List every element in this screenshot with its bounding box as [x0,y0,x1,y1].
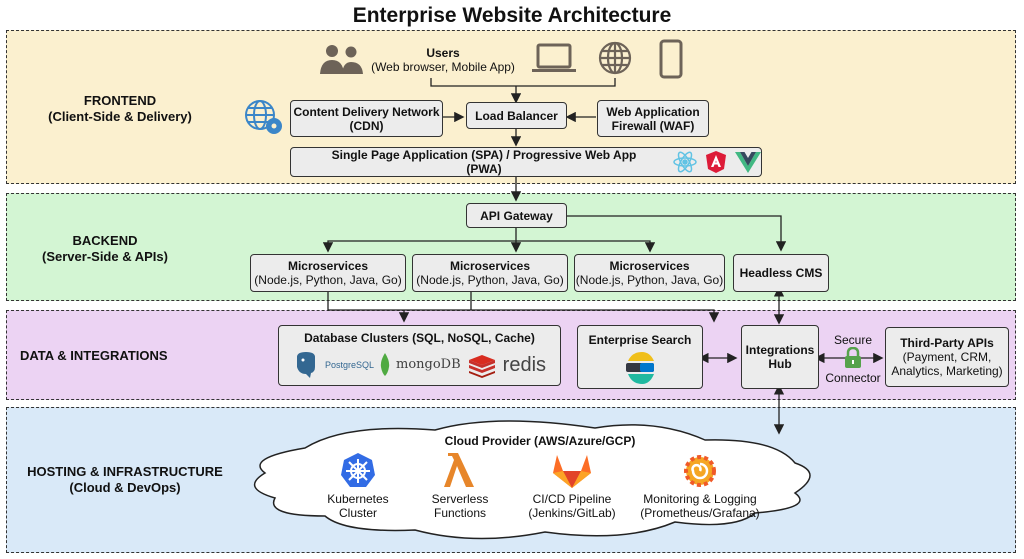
microservices-box-2[interactable]: Microservices (Node.js, Python, Java, Go… [412,254,568,292]
mongodb-label: mongoDB [396,357,461,372]
secure-connector-bottom-label: Connector [825,371,881,385]
microservices-title: Microservices [287,259,369,273]
angular-icon [706,151,726,173]
users-label: Users (Web browser, Mobile App) [368,46,518,74]
users-icon [320,43,364,80]
frontend-layer-title: FRONTEND (Client-Side & Delivery) [20,93,220,125]
kubernetes-icon [340,452,376,493]
redis-label: redis [502,354,547,376]
load-balancer-box[interactable]: Load Balancer [466,102,567,129]
elasticsearch-icon [626,352,654,384]
lock-icon [844,346,862,374]
kubernetes-name: Kubernetes [327,492,389,506]
microservices-box-1[interactable]: Microservices (Node.js, Python, Java, Go… [250,254,406,292]
frontend-title: FRONTEND [83,93,157,108]
cicd-name: CI/CD Pipeline [532,492,612,506]
cdn-title: Content Delivery Network [293,104,440,119]
monitoring-name: Monitoring & Logging [643,492,757,506]
hosting-subtitle: (Cloud & DevOps) [69,480,181,495]
third-party-title: Third-Party APIs [900,336,994,350]
data-layer-title: DATA & INTEGRATIONS [20,348,168,363]
waf-subtitle: Firewall (WAF) [611,118,695,133]
database-clusters-title: Database Clusters (SQL, NoSQL, Cache) [304,331,535,345]
integrations-hub-box[interactable]: Integrations Hub [741,325,819,389]
cdn-box[interactable]: Content Delivery Network (CDN) [290,100,443,137]
kubernetes-label: Kubernetes Cluster [318,492,398,520]
spa-pwa-box[interactable]: Single Page Application (SPA) / Progress… [290,147,762,177]
microservices-subtitle: (Node.js, Python, Java, Go) [416,273,564,287]
api-gateway-box[interactable]: API Gateway [466,203,567,228]
mongodb-icon [380,353,390,376]
serverless-label: Serverless Functions [420,492,500,520]
redis-icon [468,355,495,378]
diagram-title: Enterprise Website Architecture [352,4,672,27]
enterprise-search-title: Enterprise Search [588,333,692,347]
backend-title: BACKEND [72,233,138,248]
postgresql-label: PostgreSQL [324,360,374,370]
hosting-title: HOSTING & INFRASTRUCTURE [27,464,223,479]
microservices-box-3[interactable]: Microservices (Node.js, Python, Java, Go… [574,254,725,292]
headless-cms-box[interactable]: Headless CMS [733,254,829,292]
integrations-hub-title: Integrations [745,343,815,357]
vue-icon [735,152,761,173]
users-subtitle: (Web browser, Mobile App) [371,60,515,74]
secure-connector-top-label: Secure [833,333,873,347]
microservices-subtitle: (Node.js, Python, Java, Go) [254,273,402,287]
mobile-phone-icon [658,39,684,84]
microservices-title: Microservices [449,259,531,273]
third-party-subtitle-2: Analytics, Marketing) [891,364,1003,378]
react-icon [673,151,697,173]
waf-title: Web Application [606,104,700,119]
framework-icons [673,150,761,174]
laptop-icon [531,42,577,79]
monitoring-sub: (Prometheus/Grafana) [640,506,760,520]
waf-box[interactable]: Web Application Firewall (WAF) [597,100,709,137]
cdn-globe-gear-icon [244,99,284,140]
users-title: Users [426,46,460,60]
microservices-subtitle: (Node.js, Python, Java, Go) [575,273,724,287]
backend-layer-title: BACKEND (Server-Side & APIs) [20,233,190,265]
enterprise-search-box[interactable]: Enterprise Search [577,325,703,389]
spa-label: Single Page Application (SPA) / Progress… [331,148,637,176]
kubernetes-sub: Cluster [338,506,377,520]
aws-lambda-icon [444,452,476,493]
globe-icon [598,41,632,80]
backend-subtitle: (Server-Side & APIs) [42,249,168,264]
grafana-icon [682,452,718,493]
cicd-sub: (Jenkins/GitLab) [528,506,616,520]
monitoring-label: Monitoring & Logging (Prometheus/Grafana… [638,492,762,520]
integrations-hub-subtitle: Hub [768,357,792,371]
cloud-provider-title: Cloud Provider (AWS/Azure/GCP) [444,434,636,448]
serverless-sub: Functions [433,506,487,520]
frontend-subtitle: (Client-Side & Delivery) [48,109,192,124]
cicd-label: CI/CD Pipeline (Jenkins/GitLab) [522,492,622,520]
cloud-shape [253,420,811,540]
third-party-apis-box[interactable]: Third-Party APIs (Payment, CRM, Analytic… [885,327,1009,387]
hosting-layer-title: HOSTING & INFRASTRUCTURE (Cloud & DevOps… [20,464,230,496]
database-logos: PostgreSQL mongoDB redis [293,351,546,379]
third-party-subtitle-1: (Payment, CRM, [902,350,992,364]
microservices-title: Microservices [609,259,690,273]
gitlab-icon [552,453,592,494]
database-clusters-box[interactable]: Database Clusters (SQL, NoSQL, Cache) Po… [278,325,561,386]
serverless-name: Serverless [431,492,489,506]
cdn-subtitle: (CDN) [349,118,384,133]
postgresql-icon [296,352,315,378]
